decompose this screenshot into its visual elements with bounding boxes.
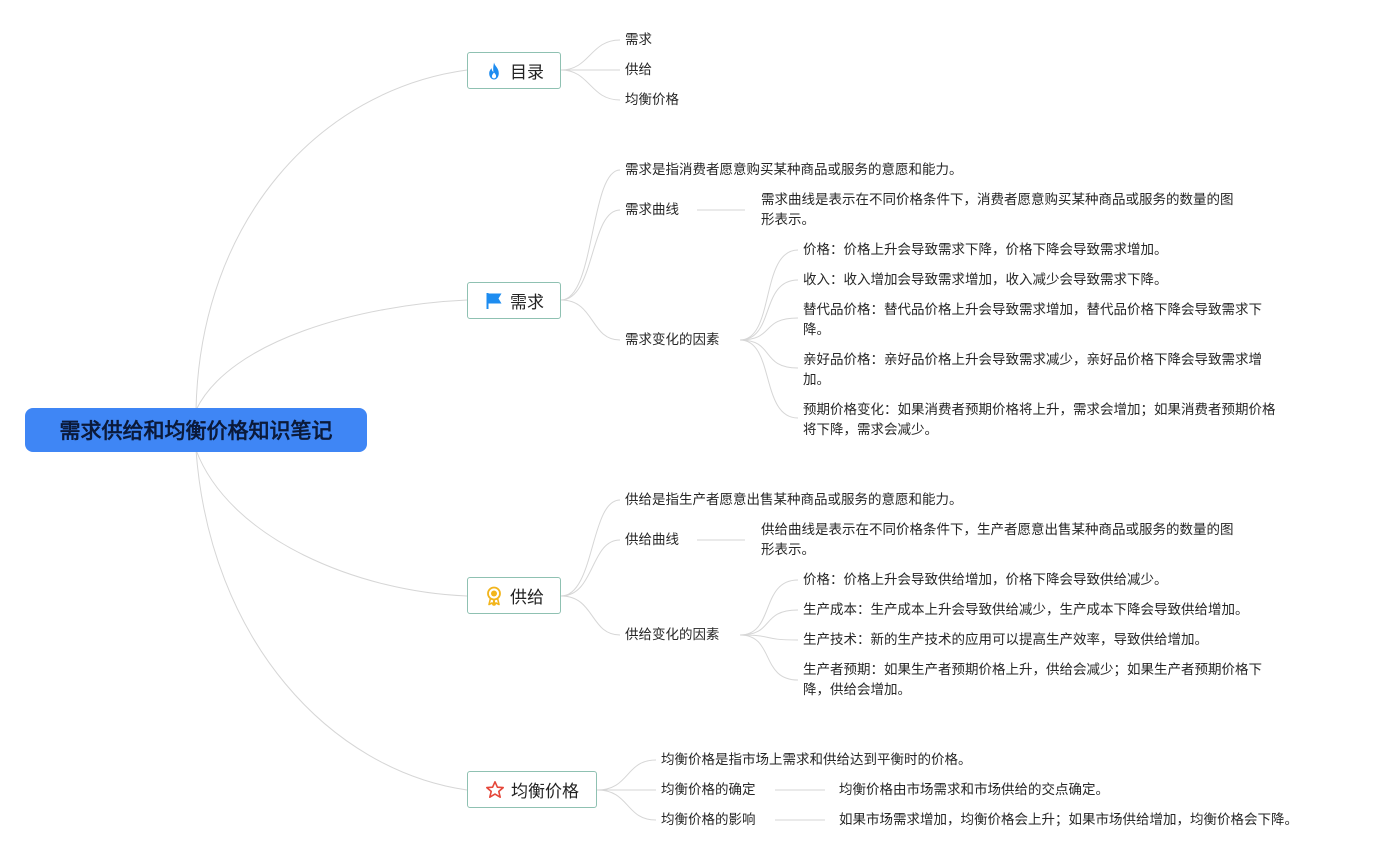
toc-item-demand[interactable]: 需求 — [625, 32, 652, 48]
supply-factor-expectation[interactable]: 生产者预期：如果生产者预期价格上升，供给会减少；如果生产者预期价格下 降，供给会… — [803, 660, 1262, 700]
equilibrium-determination-desc[interactable]: 均衡价格由市场需求和市场供给的交点确定。 — [839, 782, 1109, 798]
supply-factor-technology[interactable]: 生产技术：新的生产技术的应用可以提高生产效率，导致供给增加。 — [803, 630, 1208, 650]
demand-factors-node[interactable]: 需求变化的因素 — [625, 332, 720, 348]
factor-line1: 价格：价格上升会导致供给增加，价格下降会导致供给减少。 — [803, 572, 1168, 588]
factor-line1: 生产技术：新的生产技术的应用可以提高生产效率，导致供给增加。 — [803, 632, 1208, 648]
branch-supply[interactable]: 供给 — [467, 577, 561, 614]
demand-factor-price[interactable]: 价格：价格上升会导致需求下降，价格下降会导致需求增加。 — [803, 240, 1168, 260]
equilibrium-impact-node[interactable]: 均衡价格的影响 — [661, 812, 756, 828]
branch-demand-label: 需求 — [510, 293, 544, 313]
branch-equilibrium-label: 均衡价格 — [511, 782, 579, 802]
supply-curve-node[interactable]: 供给曲线 — [625, 532, 679, 548]
branch-toc-label: 目录 — [510, 63, 544, 83]
supply-curve-description[interactable]: 供给曲线是表示在不同价格条件下，生产者愿意出售某种商品或服务的数量的图 形表示。 — [761, 520, 1234, 560]
demand-definition[interactable]: 需求是指消费者愿意购买某种商品或服务的意愿和能力。 — [625, 162, 963, 178]
supply-factors-node[interactable]: 供给变化的因素 — [625, 627, 720, 643]
supply-curve-desc-line1: 供给曲线是表示在不同价格条件下，生产者愿意出售某种商品或服务的数量的图 — [761, 522, 1234, 538]
factor-line1: 收入：收入增加会导致需求增加，收入减少会导致需求下降。 — [803, 272, 1168, 288]
factor-line1: 生产者预期：如果生产者预期价格上升，供给会减少；如果生产者预期价格下 — [803, 662, 1262, 678]
factor-line1: 价格：价格上升会导致需求下降，价格下降会导致需求增加。 — [803, 242, 1168, 258]
flag-icon — [484, 291, 504, 311]
equilibrium-definition[interactable]: 均衡价格是指市场上需求和供给达到平衡时的价格。 — [661, 752, 972, 768]
equilibrium-impact-desc[interactable]: 如果市场需求增加，均衡价格会上升；如果市场供给增加，均衡价格会下降。 — [839, 812, 1298, 828]
demand-factor-income[interactable]: 收入：收入增加会导致需求增加，收入减少会导致需求下降。 — [803, 270, 1168, 290]
toc-item-supply[interactable]: 供给 — [625, 62, 652, 78]
demand-curve-desc-line1: 需求曲线是表示在不同价格条件下，消费者愿意购买某种商品或服务的数量的图 — [761, 192, 1234, 208]
factor-line1: 生产成本：生产成本上升会导致供给减少，生产成本下降会导致供给增加。 — [803, 602, 1249, 618]
award-medal-icon — [484, 586, 504, 606]
branch-toc[interactable]: 目录 — [467, 52, 561, 89]
branch-supply-label: 供给 — [510, 588, 544, 608]
demand-curve-node[interactable]: 需求曲线 — [625, 202, 679, 218]
supply-factor-price[interactable]: 价格：价格上升会导致供给增加，价格下降会导致供给减少。 — [803, 570, 1168, 590]
flame-icon — [484, 61, 504, 81]
demand-factor-substitute[interactable]: 替代品价格：替代品价格上升会导致需求增加，替代品价格下降会导致需求下 降。 — [803, 300, 1262, 340]
factor-line1: 亲好品价格：亲好品价格上升会导致需求减少，亲好品价格下降会导致需求增 — [803, 352, 1262, 368]
toc-item-equilibrium[interactable]: 均衡价格 — [625, 92, 679, 108]
equilibrium-determination-node[interactable]: 均衡价格的确定 — [661, 782, 756, 798]
demand-curve-description[interactable]: 需求曲线是表示在不同价格条件下，消费者愿意购买某种商品或服务的数量的图 形表示。 — [761, 190, 1234, 230]
branch-equilibrium[interactable]: 均衡价格 — [467, 771, 597, 808]
factor-line1: 预期价格变化：如果消费者预期价格将上升，需求会增加；如果消费者预期价格 — [803, 402, 1276, 418]
factor-line2: 加。 — [803, 372, 830, 388]
supply-curve-desc-line2: 形表示。 — [761, 542, 815, 558]
root-topic[interactable]: 需求供给和均衡价格知识笔记 — [25, 408, 367, 452]
demand-curve-desc-line2: 形表示。 — [761, 212, 815, 228]
factor-line2: 降，供给会增加。 — [803, 682, 911, 698]
supply-definition[interactable]: 供给是指生产者愿意出售某种商品或服务的意愿和能力。 — [625, 492, 963, 508]
supply-factor-cost[interactable]: 生产成本：生产成本上升会导致供给减少，生产成本下降会导致供给增加。 — [803, 600, 1249, 620]
factor-line2: 将下降，需求会减少。 — [803, 422, 938, 438]
branch-demand[interactable]: 需求 — [467, 282, 561, 319]
demand-factor-complement[interactable]: 亲好品价格：亲好品价格上升会导致需求减少，亲好品价格下降会导致需求增 加。 — [803, 350, 1262, 390]
star-icon — [485, 780, 505, 800]
demand-factor-expectation[interactable]: 预期价格变化：如果消费者预期价格将上升，需求会增加；如果消费者预期价格 将下降，… — [803, 400, 1276, 440]
factor-line2: 降。 — [803, 322, 830, 338]
factor-line1: 替代品价格：替代品价格上升会导致需求增加，替代品价格下降会导致需求下 — [803, 302, 1262, 318]
root-title: 需求供给和均衡价格知识笔记 — [59, 419, 333, 443]
